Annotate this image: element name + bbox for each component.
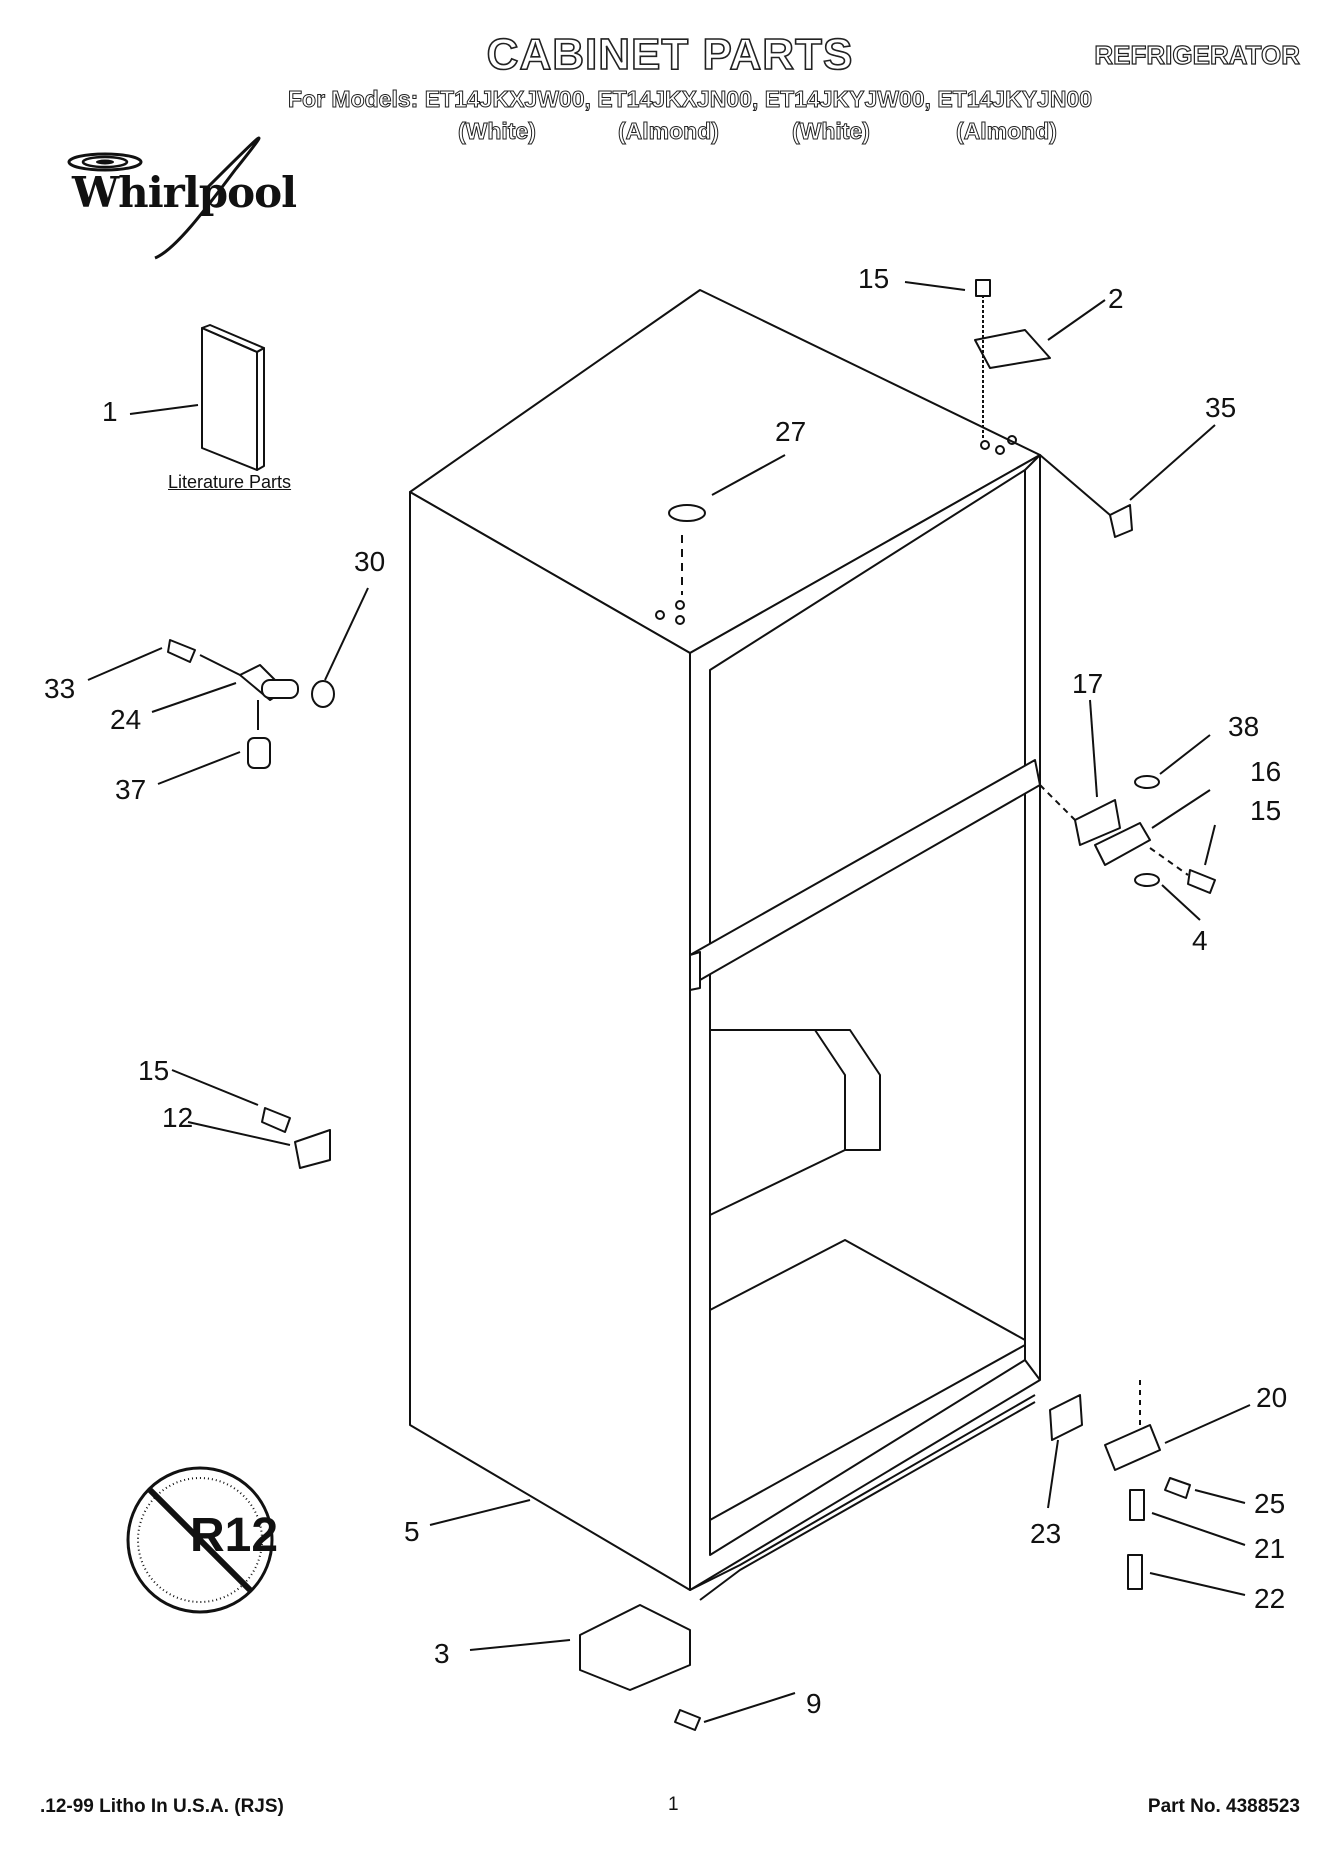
cap-35 bbox=[1109, 504, 1133, 538]
callout-15-top: 15 bbox=[858, 263, 890, 294]
callout-4: 4 bbox=[1192, 925, 1208, 956]
plug-27 bbox=[668, 504, 706, 522]
cabinet-side bbox=[409, 491, 691, 1591]
spacer-37 bbox=[247, 737, 271, 769]
literature-parts-label: Literature Parts bbox=[168, 472, 292, 492]
callout-21: 21 bbox=[1254, 1533, 1286, 1564]
callout-24: 24 bbox=[110, 704, 142, 735]
page-title: CABINET PARTS bbox=[486, 29, 854, 80]
footer-print-info: .12-99 Litho In U.S.A. (RJS) bbox=[40, 1796, 284, 1817]
screw-15-lower bbox=[261, 1107, 291, 1133]
category-label: REFRIGERATOR bbox=[1094, 39, 1301, 70]
models-line: For Models: ET14JKXJW00, ET14JKXJN00, ET… bbox=[287, 86, 1093, 113]
shim-23 bbox=[1049, 1394, 1083, 1441]
whirlpool-swirl-icon bbox=[67, 136, 261, 260]
callout-25: 25 bbox=[1254, 1488, 1286, 1519]
callout-33: 33 bbox=[44, 673, 76, 704]
hinge-plate-17 bbox=[1074, 799, 1121, 846]
callout-5: 5 bbox=[404, 1516, 420, 1547]
callout-35: 35 bbox=[1205, 392, 1237, 423]
screw-9 bbox=[674, 1709, 701, 1731]
screw-22 bbox=[1127, 1554, 1143, 1590]
footer-part-number: Part No. 4388523 bbox=[1147, 1796, 1300, 1817]
callout-15-mid: 15 bbox=[1250, 795, 1282, 826]
callout-12: 12 bbox=[162, 1102, 194, 1133]
hinge-16 bbox=[1094, 822, 1151, 866]
callout-27: 27 bbox=[775, 416, 807, 447]
screw-15-mid bbox=[1187, 869, 1216, 894]
model-color-3: (White) bbox=[792, 118, 871, 145]
callout-30: 30 bbox=[354, 546, 386, 577]
no-r12-badge bbox=[126, 1466, 274, 1614]
callout-1: 1 bbox=[102, 396, 118, 427]
bottom-hinge-20 bbox=[1104, 1424, 1161, 1471]
model-color-1: (White) bbox=[458, 118, 537, 145]
callout-38: 38 bbox=[1228, 711, 1260, 742]
whirlpool-logo: Whirlpool bbox=[72, 168, 297, 217]
footer-page-number: 1 bbox=[668, 1794, 679, 1815]
model-color-4: (Almond) bbox=[956, 118, 1058, 145]
callout-20: 20 bbox=[1256, 1382, 1288, 1413]
bushing-30 bbox=[311, 680, 335, 708]
model-color-2: (Almond) bbox=[618, 118, 720, 145]
callout-2: 2 bbox=[1108, 283, 1124, 314]
no-r12-badge-label: R12 bbox=[190, 1509, 279, 1562]
cabinet-front bbox=[689, 454, 1041, 1591]
washer-38 bbox=[1134, 775, 1160, 789]
callout-16: 16 bbox=[1250, 756, 1282, 787]
callout-3: 3 bbox=[434, 1638, 450, 1669]
pin-21 bbox=[1129, 1489, 1145, 1521]
callout-23: 23 bbox=[1030, 1518, 1062, 1549]
callout-15-lower: 15 bbox=[138, 1055, 170, 1086]
callout-37: 37 bbox=[115, 774, 147, 805]
screw-33 bbox=[167, 639, 196, 663]
top-hinge-2 bbox=[974, 329, 1051, 369]
washer-4 bbox=[1134, 873, 1160, 887]
leveler-3 bbox=[579, 1604, 691, 1691]
callout-17: 17 bbox=[1072, 668, 1104, 699]
bracket-12 bbox=[294, 1129, 331, 1169]
screw-25 bbox=[1164, 1477, 1191, 1499]
callout-9: 9 bbox=[806, 1688, 822, 1719]
callout-22: 22 bbox=[1254, 1583, 1286, 1614]
